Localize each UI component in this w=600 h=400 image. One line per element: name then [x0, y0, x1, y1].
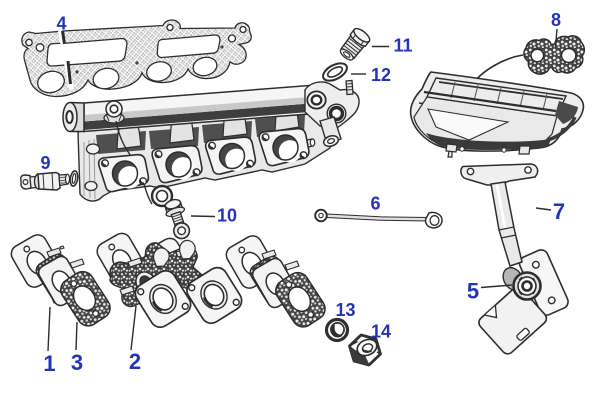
svg-text:13: 13 [335, 300, 355, 320]
svg-text:11: 11 [393, 36, 412, 56]
svg-text:3: 3 [71, 350, 83, 375]
svg-text:4: 4 [56, 14, 66, 34]
svg-text:10: 10 [217, 206, 237, 226]
svg-text:7: 7 [553, 199, 565, 224]
svg-text:12: 12 [371, 65, 391, 85]
svg-text:5: 5 [467, 279, 479, 304]
svg-text:9: 9 [40, 153, 50, 173]
svg-text:8: 8 [551, 10, 561, 30]
svg-text:14: 14 [371, 322, 391, 342]
svg-text:6: 6 [370, 194, 380, 214]
svg-text:2: 2 [129, 349, 141, 374]
svg-text:1: 1 [43, 351, 55, 376]
